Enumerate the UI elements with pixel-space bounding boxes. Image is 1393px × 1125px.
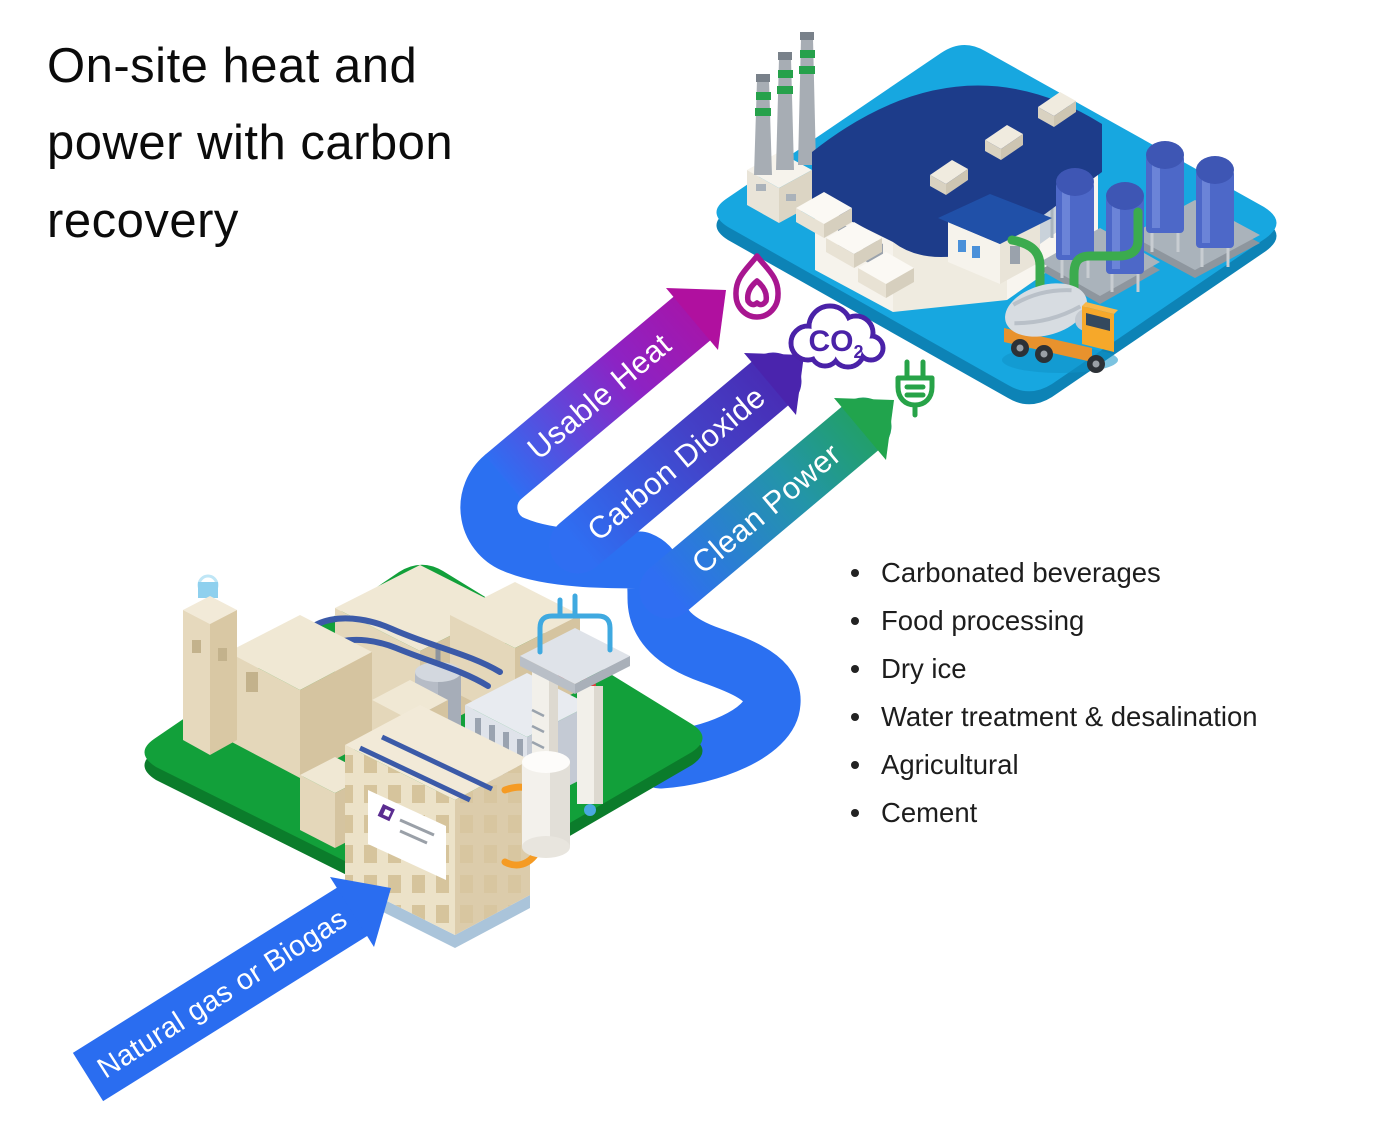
mixer-truck	[1002, 283, 1118, 373]
white-tank	[522, 751, 570, 858]
application-item: Water treatment & desalination	[851, 700, 1258, 733]
silo	[1146, 141, 1184, 252]
application-item: Cement	[851, 796, 1258, 829]
co2-transfer-pipes	[1007, 207, 1143, 297]
clean-power-arrowhead	[834, 398, 894, 460]
application-item: Food processing	[851, 604, 1258, 637]
plant-platform	[144, 564, 703, 948]
chimney	[776, 52, 794, 170]
factory-platform	[716, 32, 1277, 405]
application-item: Carbonated beverages	[851, 556, 1258, 589]
flame-icon	[733, 253, 781, 320]
application-item: Dry ice	[851, 652, 1258, 685]
factory-chimneys	[754, 32, 816, 175]
carbon-dioxide-arrowhead	[744, 353, 804, 415]
co2-badge-text: CO2	[808, 325, 863, 362]
chimney	[754, 74, 772, 175]
silo	[1196, 156, 1234, 267]
plant-tower	[183, 574, 237, 755]
co2-storage-silos	[1040, 141, 1260, 304]
application-item: Agricultural	[851, 748, 1258, 781]
plant-logo-sign	[368, 790, 446, 880]
chimney	[798, 32, 816, 165]
silo	[1056, 168, 1094, 278]
page-title: On-site heat and power with carbon recov…	[47, 39, 454, 248]
co2-cloud-icon: CO2	[788, 303, 886, 370]
pallet-stacks	[796, 192, 914, 298]
natural-gas-input-arrow: Natural gas or Biogas	[72, 877, 391, 1102]
roof-vents	[930, 92, 1076, 195]
applications-list: Carbonated beverages Food processing Dry…	[851, 556, 1258, 844]
power-plug-icon	[895, 359, 935, 418]
usable-heat-arrowhead	[666, 288, 726, 350]
annex-building	[938, 194, 1052, 284]
natural-gas-label: Natural gas or Biogas	[92, 903, 353, 1085]
